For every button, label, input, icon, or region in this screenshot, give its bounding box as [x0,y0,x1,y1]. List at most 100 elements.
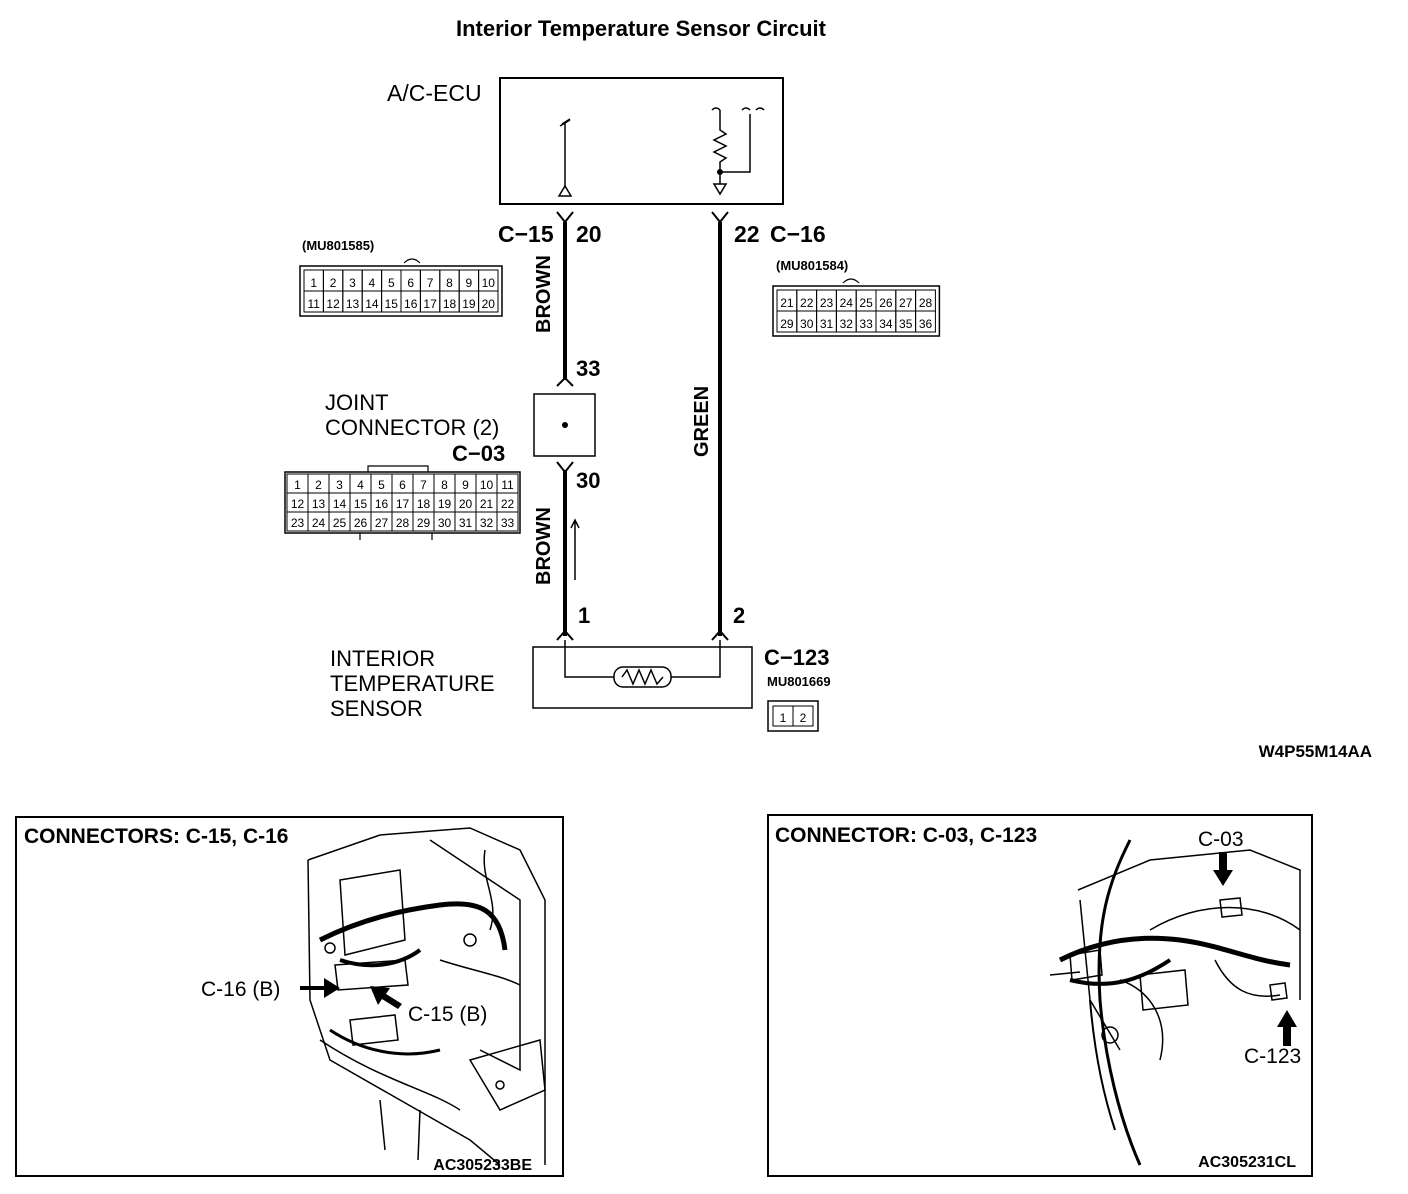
arrow-c16-icon [300,978,340,998]
pin-c03-9: 9 [462,478,469,492]
wire-brown-lower: BROWN [533,507,555,585]
pin-c15-4: 4 [369,276,376,290]
pin-c15-2: 2 [330,276,337,290]
pin-c15-5: 5 [388,276,395,290]
pin-c16-30: 30 [800,317,814,331]
pin-c03-32: 32 [480,516,494,530]
pin-c03-28: 28 [396,516,410,530]
pin-c15-19: 19 [462,297,476,311]
diagram-code: W4P55M14AA [1259,742,1372,761]
pin-c03-29: 29 [417,516,431,530]
pin-c16-31: 31 [820,317,834,331]
panel-left-code: AC305233BE [433,1157,532,1174]
c15-part-number: (MU801585) [302,238,374,253]
label-c123: C-123 [1244,1045,1301,1068]
pin-c03-2: 2 [315,478,322,492]
sensor-label-3: SENSOR [330,696,423,721]
ecu-label: A/C-ECU [387,80,482,106]
pin-c16-35: 35 [899,317,913,331]
panel-left-title: CONNECTORS: C-15, C-16 [24,825,289,848]
pin-c15-9: 9 [466,276,473,290]
pin-c03-8: 8 [441,478,448,492]
pin-c123-1: 1 [780,711,787,725]
panel-c15-c16: CONNECTORS: C-15, C-16 C-16 (B) C-15 (B)… [15,816,564,1177]
pin-c03-25: 25 [333,516,347,530]
pin-c03-4: 4 [357,478,364,492]
c03-pin-bottom: 30 [576,468,600,493]
joint-label-1: JOINT [325,390,389,415]
c03-name: C−03 [452,441,505,466]
pin-c03-5: 5 [378,478,385,492]
pin-c03-15: 15 [354,497,368,511]
pin-c15-11: 11 [307,297,320,311]
pin-c03-23: 23 [291,516,305,530]
pin-c16-26: 26 [879,296,893,310]
pin-c15-13: 13 [346,297,360,311]
pin-c03-11: 11 [501,478,514,492]
label-c15-b: C-15 (B) [408,1003,487,1026]
arrow-c123-icon [1277,1010,1297,1046]
pin-c15-10: 10 [482,276,496,290]
c16-pin: 22 [734,221,760,247]
sensor-label-1: INTERIOR [330,646,435,671]
pin-c03-12: 12 [291,497,305,511]
pin-c16-33: 33 [859,317,873,331]
pin-c03-16: 16 [375,497,389,511]
pin-c03-13: 13 [312,497,326,511]
pin-c03-30: 30 [438,516,452,530]
pin-c15-20: 20 [482,297,496,311]
panel-right-title: CONNECTOR: C-03, C-123 [775,824,1037,847]
ac-ecu: A/C-ECU [387,77,784,205]
sensor-label-2: TEMPERATURE [330,671,495,696]
pin-c15-8: 8 [446,276,453,290]
pin-c03-20: 20 [459,497,473,511]
pin-c03-17: 17 [396,497,410,511]
wire-brown-upper: BROWN [533,255,555,333]
pin-c16-21: 21 [780,296,794,310]
label-c03: C-03 [1198,828,1244,851]
pin-c03-19: 19 [438,497,452,511]
pin-c03-10: 10 [480,478,494,492]
diagram-title: Interior Temperature Sensor Circuit [456,16,827,41]
pin-c16-27: 27 [899,296,913,310]
c123-name: C−123 [764,645,829,670]
pin-c16-32: 32 [840,317,854,331]
pin-c03-6: 6 [399,478,406,492]
sensor-pin-1: 1 [578,603,590,628]
interior-temperature-sensor: 1 2 INTERIOR TEMPERATURE SENSOR C−123 MU… [330,603,831,721]
joint-connector: 33 30 JOINT CONNECTOR (2) C−03 [325,356,600,493]
pin-c16-24: 24 [840,296,854,310]
pin-c03-26: 26 [354,516,368,530]
pin-c15-7: 7 [427,276,434,290]
pin-c16-34: 34 [879,317,893,331]
arrow-c15-icon [370,986,402,1009]
c123-part-number: MU801669 [767,674,831,689]
sensor-pin-2: 2 [733,603,745,628]
pin-c03-27: 27 [375,516,389,530]
c03-pin-top: 33 [576,356,600,381]
pin-c15-18: 18 [443,297,457,311]
dashboard-illustration-right [1049,839,1301,1166]
pin-c03-18: 18 [417,497,431,511]
pin-c03-22: 22 [501,497,515,511]
pin-c16-36: 36 [919,317,933,331]
wiring [556,211,729,641]
c16-name: C−16 [770,221,826,247]
pin-c03-33: 33 [501,516,515,530]
arrow-c03-icon [1213,852,1233,886]
pin-c123-2: 2 [800,711,807,725]
pin-c16-29: 29 [780,317,794,331]
pin-c16-25: 25 [859,296,873,310]
pin-c03-21: 21 [480,497,494,511]
c16-part-number: (MU801584) [776,258,848,273]
pin-c03-3: 3 [336,478,343,492]
pin-c15-12: 12 [326,297,340,311]
panel-c03-c123: CONNECTOR: C-03, C-123 C-03 C-123 AC3052… [767,814,1313,1177]
panel-right-code: AC305231CL [1198,1154,1296,1171]
pin-c15-14: 14 [365,297,379,311]
wire-green: GREEN [691,386,713,457]
